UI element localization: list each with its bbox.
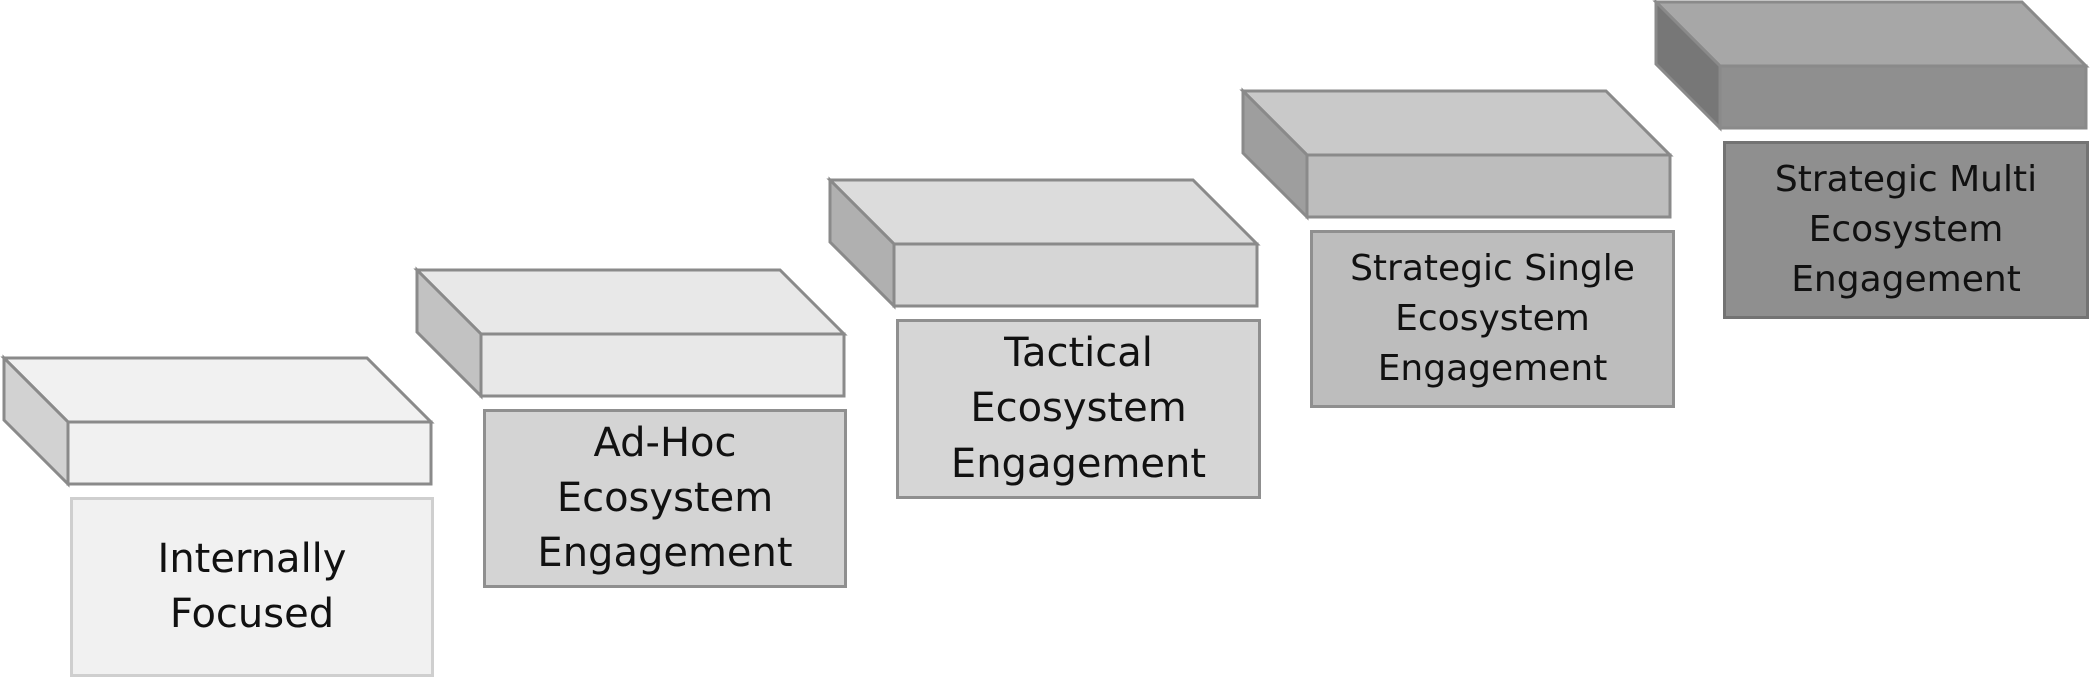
step-label-line: Ecosystem (1395, 298, 1590, 340)
step-3-block-front (892, 242, 1259, 308)
step-label-line: Engagement (1791, 258, 2021, 300)
step-label-line: Internally (157, 535, 347, 582)
step-5-block-front (1718, 64, 2088, 130)
step-3-block-top (826, 178, 1261, 246)
step-1-block-top (0, 356, 435, 424)
step-label-line: Ecosystem (556, 474, 774, 521)
step-label-line: Engagement (1377, 347, 1608, 389)
step-2-block-top (413, 268, 848, 336)
step-2-block-front (479, 332, 846, 398)
step-label-line: Tactical (1004, 330, 1153, 377)
step-4-block-top (1239, 89, 1674, 157)
step-label-line: Engagement (537, 530, 793, 577)
step-label-line: Strategic Multi (1774, 159, 2038, 201)
step-5-block-top (1652, 0, 2090, 68)
step-1-block-front (66, 420, 433, 486)
step-label-line: Ecosystem (970, 385, 1187, 432)
step-label-line: Focused (169, 591, 335, 637)
step-label-line: Strategic Single (1350, 248, 1635, 290)
step-label-line: Ad-Hoc (593, 419, 737, 466)
step-4-block-front (1305, 153, 1672, 219)
step-label-line: Engagement (950, 440, 1207, 487)
step-label-line: Ecosystem (1808, 209, 2004, 251)
